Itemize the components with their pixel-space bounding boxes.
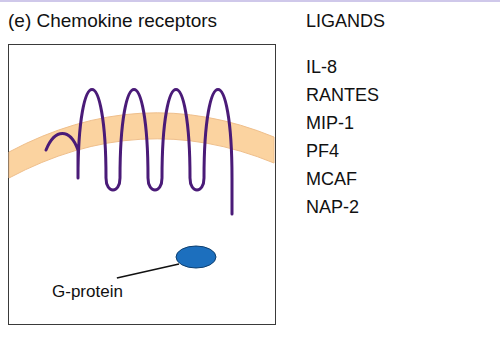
list-heading: LIGANDS <box>306 10 385 32</box>
panel-frame <box>9 45 276 325</box>
leader-line <box>117 264 179 278</box>
ligand-name: IL-8 <box>306 56 337 78</box>
panel-title: (e) Chemokine receptors <box>8 10 217 32</box>
ligand-name: PF4 <box>306 140 339 162</box>
g-protein-symbol <box>176 246 216 268</box>
g-protein-label: G-protein <box>52 281 123 303</box>
ligand-name: MCAF <box>306 168 357 190</box>
ligand-name: NAP-2 <box>306 196 359 218</box>
ligand-name: MIP-1 <box>306 112 354 134</box>
seven-tm-receptor <box>46 90 232 215</box>
top-rule <box>0 0 500 2</box>
ligand-name: RANTES <box>306 84 379 106</box>
